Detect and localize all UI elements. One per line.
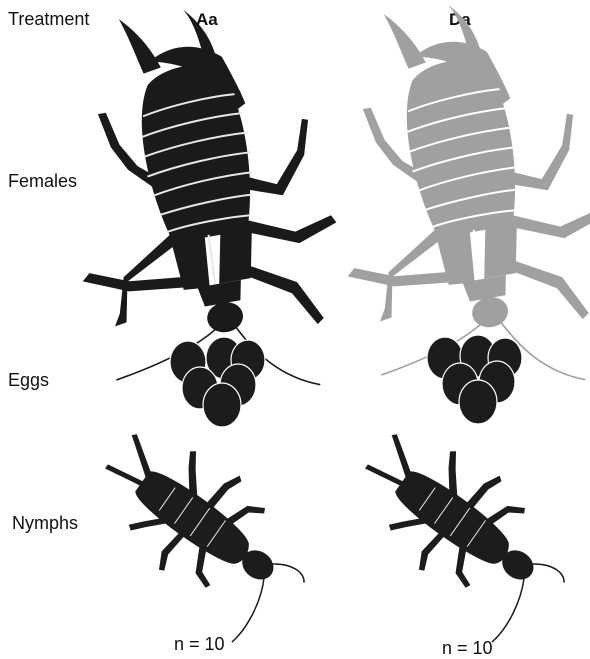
egg-cluster-aa: [170, 337, 265, 427]
nymph-earwig-aa: [66, 411, 333, 656]
nymph-earwig-da: [326, 411, 590, 656]
egg-cluster-da: [427, 335, 522, 424]
